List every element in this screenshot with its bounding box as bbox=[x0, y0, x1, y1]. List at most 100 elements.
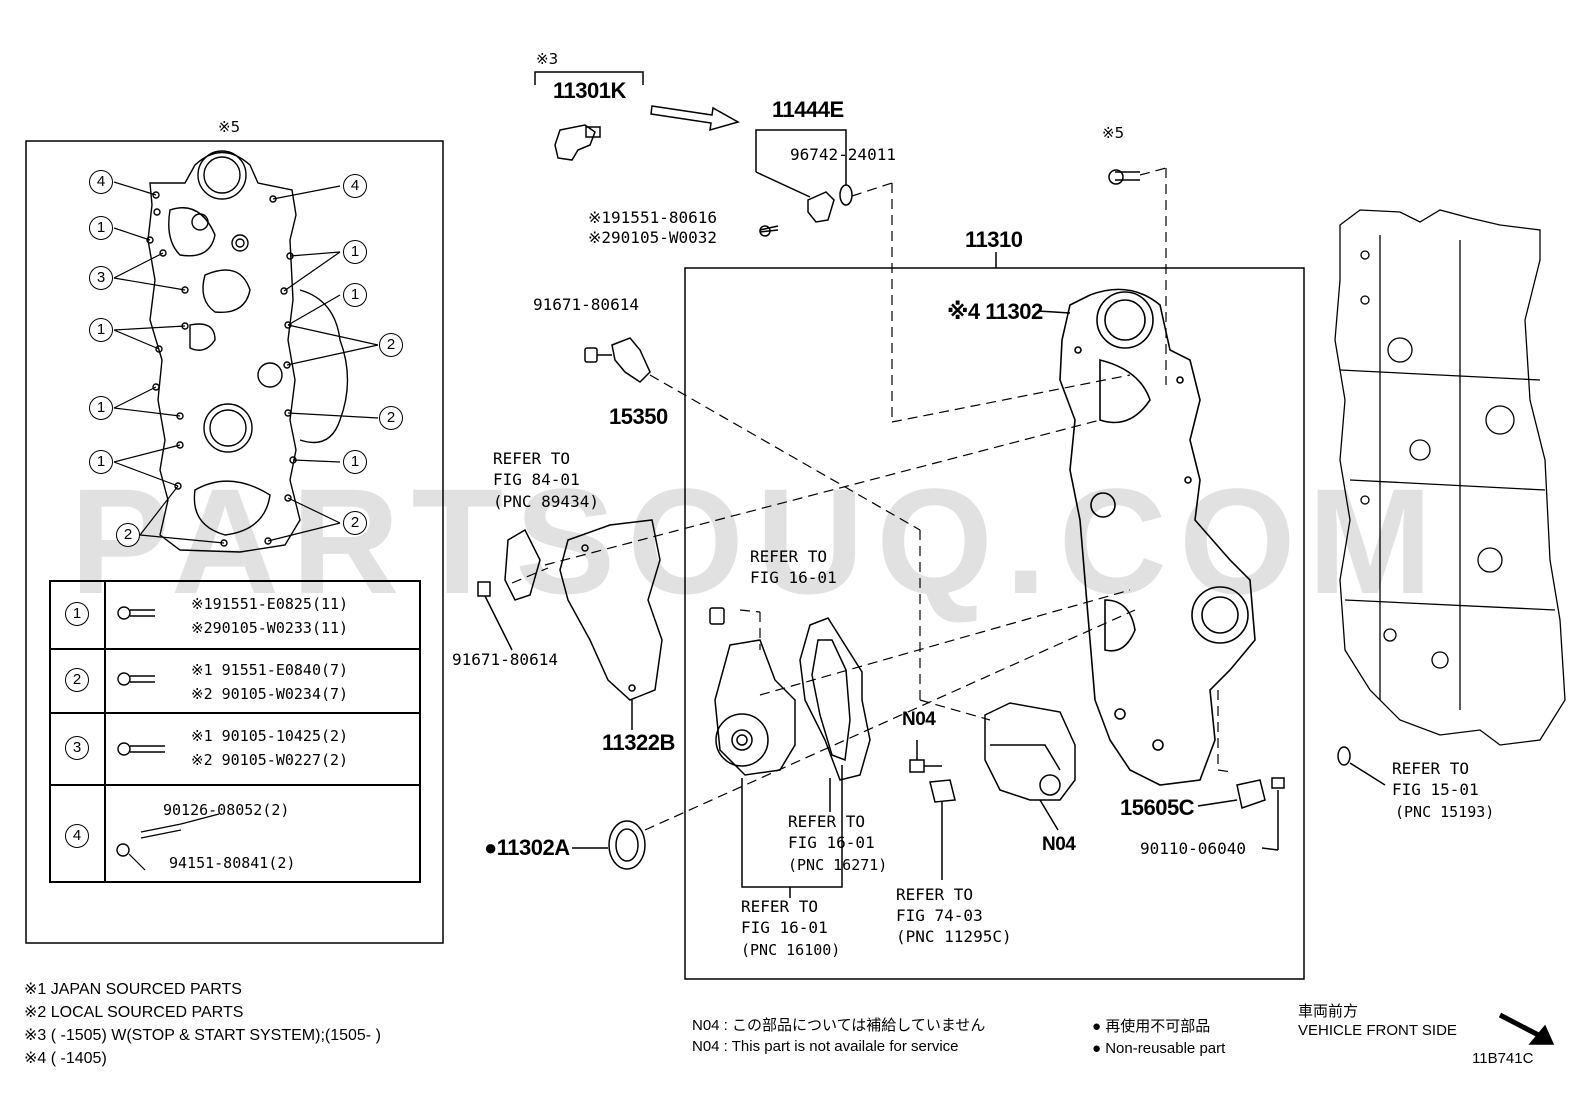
mark-3: ※3 bbox=[536, 50, 559, 68]
bolt-mark5 bbox=[1108, 169, 1140, 185]
mark-5: ※5 bbox=[1102, 124, 1125, 142]
note-nonreusable-english: ● Non-reusable part bbox=[1092, 1040, 1226, 1057]
dashed-leaders bbox=[511, 167, 1233, 831]
legend-key: 4 bbox=[65, 824, 89, 848]
bolt-part-1: ※191551-80616 bbox=[588, 208, 717, 227]
callout-2-right: 2 bbox=[379, 333, 403, 357]
legend-key: 2 bbox=[65, 668, 89, 692]
callout-1-right: 1 bbox=[343, 240, 367, 264]
oil-seal bbox=[608, 820, 646, 870]
part-11301K: 11301K bbox=[553, 78, 626, 103]
callout-2-right: 2 bbox=[343, 511, 367, 535]
refer-fig16b-line1: REFER TO bbox=[788, 812, 866, 831]
callout-1-left: 1 bbox=[89, 318, 113, 342]
inset-frame bbox=[25, 140, 444, 944]
legend-row: 2 ※1 91551-E0840(7) ※2 90105-W0234(7) bbox=[51, 648, 419, 712]
bracket-91671 bbox=[477, 528, 541, 601]
legend-part-2: 94151-80841(2) bbox=[169, 854, 296, 872]
legend-part-2: ※2 90105-W0227(2) bbox=[191, 751, 349, 769]
assembly-frame bbox=[684, 267, 1305, 980]
part-11444E: 11444E bbox=[772, 97, 844, 122]
legend-row: 4 90126-08052(2) 94151-80841(2) bbox=[51, 784, 419, 881]
part-11302: ※4 11302 bbox=[947, 299, 1043, 324]
part-90110-06040: 90110-06040 bbox=[1140, 839, 1246, 858]
bolt-n04 bbox=[909, 759, 942, 773]
front-label-english: VEHICLE FRONT SIDE bbox=[1298, 1022, 1457, 1039]
front-label-japanese: 車両前方 bbox=[1298, 1003, 1359, 1020]
callout-2-right: 2 bbox=[379, 406, 403, 430]
refer-fig16c-line2: FIG 16-01 bbox=[741, 918, 828, 937]
note-n04-japanese: N04 : この部品については補給していません bbox=[692, 1017, 986, 1034]
note-mark4: ※4 ( -1405) bbox=[24, 1050, 107, 1067]
cover-11322B bbox=[559, 519, 663, 701]
sensor-11444E bbox=[807, 184, 853, 223]
refer-fig84-line3: (PNC 89434) bbox=[493, 492, 599, 511]
part-91671-80614-bottom: 91671-80614 bbox=[452, 650, 558, 669]
figure-code: 11B741C bbox=[1472, 1050, 1534, 1067]
note-n04-english: N04 : This part is not availale for serv… bbox=[692, 1038, 959, 1055]
fastener-legend-table: 1 ※191551-E0825(11) ※290105-W0233(11) 2 … bbox=[49, 580, 421, 883]
refer-fig16c-line1: REFER TO bbox=[741, 897, 819, 916]
part-11310: 11310 bbox=[965, 227, 1023, 252]
callout-3-left: 3 bbox=[89, 266, 113, 290]
callout-2-left: 2 bbox=[116, 523, 140, 547]
part-11322B: 11322B bbox=[602, 730, 675, 755]
legend-part-1: ※191551-E0825(11) bbox=[191, 595, 349, 613]
callout-4-left: 4 bbox=[89, 170, 113, 194]
inset-cover-drawing bbox=[146, 150, 349, 553]
bolt-part-2: ※290105-W0032 bbox=[588, 228, 717, 247]
refer-fig74-line2: FIG 74-03 bbox=[896, 906, 983, 925]
callout-1-left: 1 bbox=[89, 450, 113, 474]
refer-fig16c-line3: (PNC 16100) bbox=[741, 941, 841, 959]
note-local-sourced: ※2 LOCAL SOURCED PARTS bbox=[24, 1004, 244, 1021]
inset-leaders bbox=[113, 181, 379, 544]
callout-1-right: 1 bbox=[343, 283, 367, 307]
refer-fig15-line1: REFER TO bbox=[1392, 759, 1470, 778]
gasket bbox=[799, 617, 871, 781]
legend-part-2: ※290105-W0233(11) bbox=[191, 619, 349, 637]
note-mark3: ※3 ( -1505) W(STOP & START SYSTEM);(1505… bbox=[24, 1027, 381, 1044]
refer-fig15-line3: (PNC 15193) bbox=[1395, 803, 1495, 821]
part-15605C: 15605C bbox=[1120, 795, 1195, 820]
part-91671-80614-top: 91671-80614 bbox=[533, 295, 639, 314]
refer-fig84-line1: REFER TO bbox=[493, 449, 571, 468]
plate bbox=[929, 779, 956, 803]
bolt-80616 bbox=[759, 225, 779, 237]
bolt-icon bbox=[117, 672, 155, 686]
part-11302A: ●11302A bbox=[484, 835, 570, 860]
refer-fig84-line2: FIG 84-01 bbox=[493, 470, 580, 489]
refer-fig16b-line3: (PNC 16271) bbox=[788, 856, 888, 874]
legend-row: 1 ※191551-E0825(11) ※290105-W0233(11) bbox=[51, 582, 419, 648]
sensor-15350 bbox=[584, 337, 651, 383]
legend-row: 3 ※1 90105-10425(2) ※2 90105-W0227(2) bbox=[51, 712, 419, 784]
refer-fig15-line2: FIG 15-01 bbox=[1392, 780, 1479, 799]
inset-title-mark: ※5 bbox=[218, 118, 241, 136]
refer-fig74-line3: (PNC 11295C) bbox=[896, 927, 1012, 946]
part-15350: 15350 bbox=[609, 404, 668, 429]
callout-4-right: 4 bbox=[343, 174, 367, 198]
legend-part-1: 90126-08052(2) bbox=[163, 801, 290, 819]
water-pump bbox=[709, 607, 796, 776]
legend-key: 3 bbox=[65, 736, 89, 760]
callout-1-right: 1 bbox=[343, 450, 367, 474]
refer-fig16a-line1: REFER TO bbox=[750, 547, 828, 566]
refer-fig16b-line2: FIG 16-01 bbox=[788, 833, 875, 852]
bolt-icon bbox=[117, 742, 165, 756]
note-nonreusable-japanese: ● 再使用不可部品 bbox=[1092, 1018, 1211, 1035]
sensor-15605C bbox=[1236, 777, 1285, 809]
label-n04-pump: N04 bbox=[1042, 834, 1076, 855]
callout-1-left: 1 bbox=[89, 216, 113, 240]
refer-fig74-line1: REFER TO bbox=[896, 885, 974, 904]
label-n04-bolt: N04 bbox=[902, 709, 936, 730]
part-96742-24011: 96742-24011 bbox=[790, 145, 896, 164]
front-arrow bbox=[1498, 1012, 1555, 1045]
timing-cover-11302 bbox=[1059, 288, 1256, 786]
oil-pump bbox=[984, 702, 1076, 801]
legend-part-1: ※1 91551-E0840(7) bbox=[191, 661, 349, 679]
sensor-11301K bbox=[554, 124, 601, 161]
note-japan-sourced: ※1 JAPAN SOURCED PARTS bbox=[24, 981, 242, 998]
bolt-icon bbox=[117, 606, 155, 620]
legend-key: 1 bbox=[65, 602, 89, 626]
stud-and-nut-icon bbox=[116, 813, 220, 871]
